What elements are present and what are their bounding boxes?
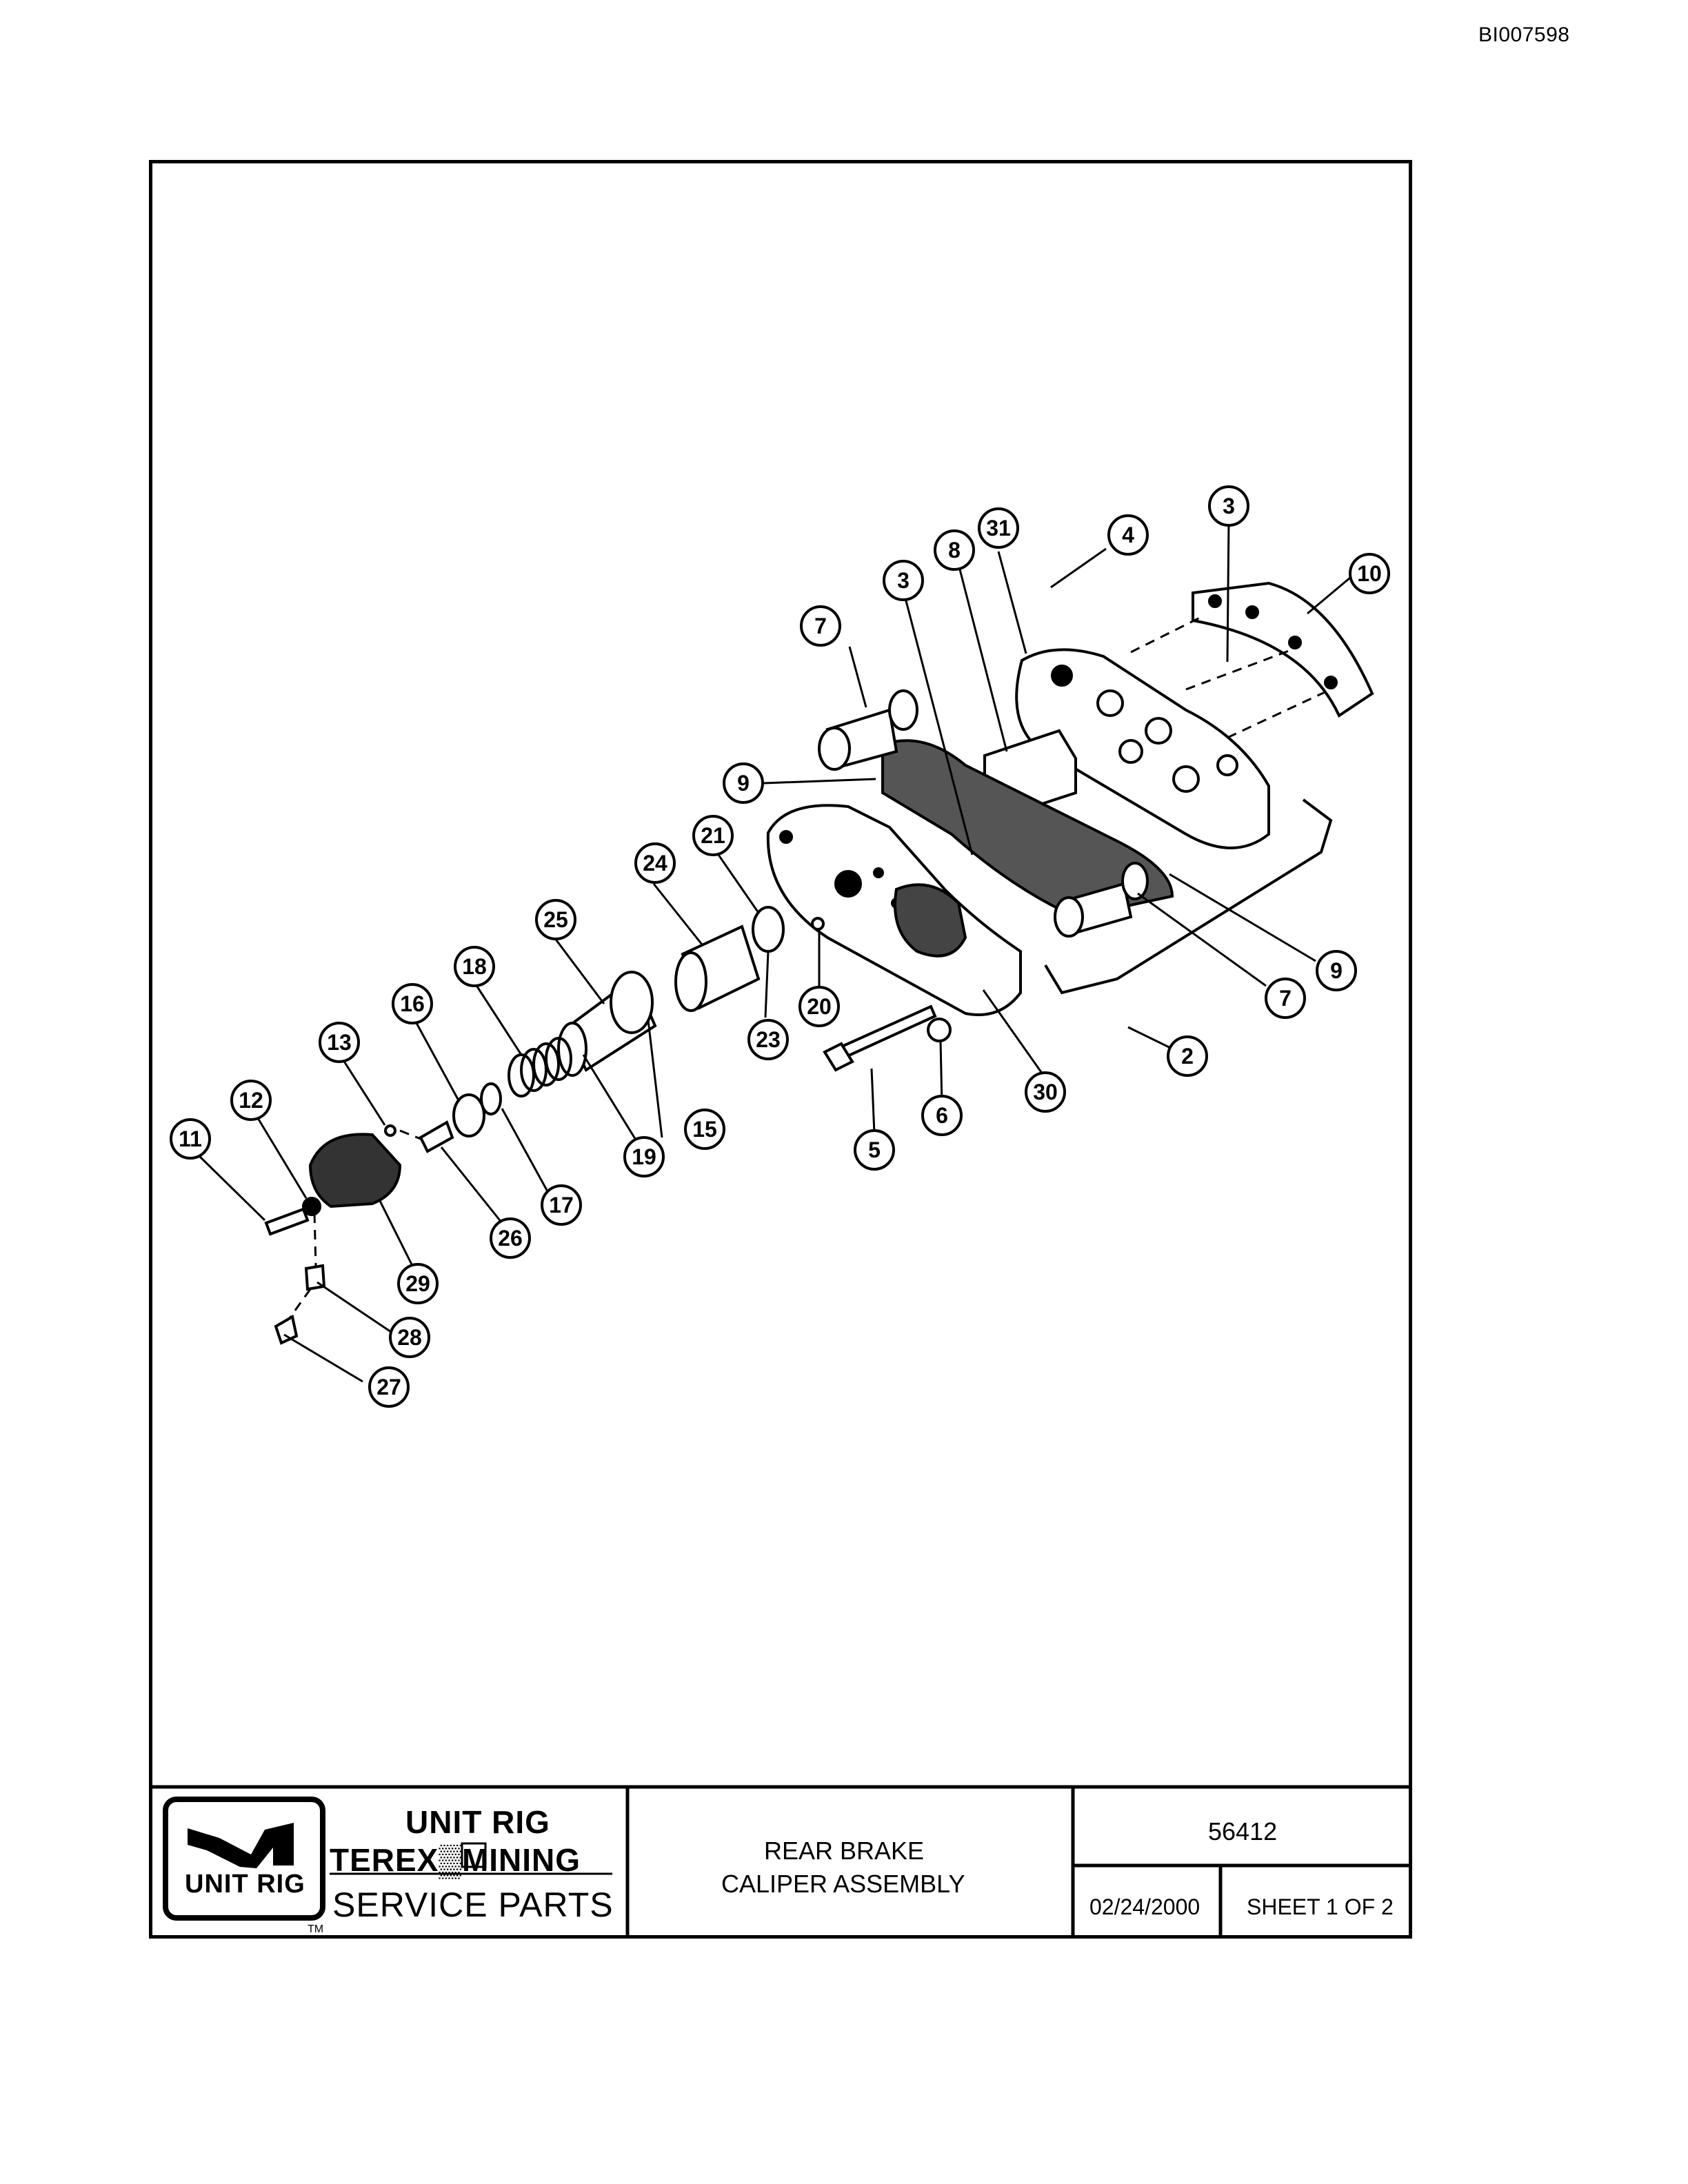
callout-bubble [230, 1080, 272, 1121]
callout-bubble [798, 986, 840, 1027]
brand-terex-mining: TEREX▒MINING [330, 1842, 581, 1878]
bleeder-screw [274, 1314, 299, 1345]
callout-label: 21 [701, 823, 725, 848]
logo-label: UNIT RIG [185, 1870, 305, 1899]
callout-label: 24 [643, 851, 667, 876]
callout-bubble [747, 1019, 789, 1060]
callout-bubble [1349, 553, 1390, 594]
callout-bubble [692, 815, 734, 856]
washer [927, 1018, 952, 1042]
pin [811, 917, 825, 931]
callout-bubble [454, 946, 495, 987]
callout-label: 30 [1033, 1080, 1058, 1104]
unit-rig-logo [163, 1797, 325, 1921]
callout-label: 31 [986, 516, 1011, 540]
callout-label: 4 [1122, 523, 1134, 547]
callout-label: 29 [405, 1271, 430, 1296]
callout-bubble [854, 1129, 895, 1171]
callout-label: 15 [692, 1117, 717, 1142]
callout-label: 20 [807, 994, 832, 1019]
callout-label: 9 [737, 771, 750, 796]
callout-bubble [934, 529, 975, 571]
callout-bubble [1107, 514, 1149, 556]
callout-label: 17 [549, 1193, 574, 1217]
callout-bubble [1167, 1035, 1208, 1077]
brand-unit-rig: UNIT RIG [405, 1804, 550, 1840]
washer-16 [452, 1093, 485, 1138]
drawing-title-line1: REAR BRAKE [764, 1837, 925, 1865]
fitting [419, 1120, 454, 1153]
callout-label: 12 [239, 1088, 263, 1113]
washer-17 [480, 1082, 502, 1115]
callout-bubble [319, 1022, 360, 1063]
callout-label: 7 [814, 614, 827, 638]
brand-service-parts: SERVICE PARTS [332, 1885, 614, 1924]
callout-bubble [368, 1366, 410, 1408]
callout-bubble [397, 1263, 439, 1304]
callout-label: 3 [897, 568, 910, 593]
callout-label: 18 [462, 954, 487, 979]
callout-label: 9 [1330, 958, 1343, 983]
callout-bubble [723, 762, 764, 804]
drawing-title-line2: CALIPER ASSEMBLY [721, 1870, 965, 1898]
callout-bubble [634, 842, 676, 884]
sheet-number: SHEET 1 OF 2 [1247, 1894, 1394, 1919]
end-cap [308, 1133, 402, 1209]
callout-label: 3 [1223, 494, 1235, 518]
drawing-frame [149, 160, 1412, 1939]
callout-label: 25 [543, 907, 568, 932]
trademark: TM [308, 1923, 324, 1935]
cylinder-housing [894, 883, 967, 958]
callout-bubble [1208, 485, 1249, 527]
callout-label: 10 [1357, 561, 1382, 586]
brake-tube [1044, 798, 1333, 995]
callout-label: 2 [1181, 1044, 1194, 1069]
callout-label: 8 [948, 538, 961, 563]
callout-bubble [623, 1136, 665, 1177]
callout-bubble [921, 1095, 963, 1136]
callout-label: 26 [498, 1226, 523, 1251]
callout-bubble [1265, 978, 1306, 1019]
terex-mining-emblem [461, 1842, 487, 1868]
seal-ring [752, 906, 785, 953]
callout-bubble [541, 1184, 582, 1226]
callout-group: 2334567789910111213151617181920212324252… [170, 485, 1390, 1408]
callout-bubble [535, 899, 576, 940]
callout-bubble [170, 1118, 211, 1160]
alignment-lines [288, 616, 1332, 1319]
mounting-bolt [834, 1004, 937, 1061]
callout-label: 7 [1279, 986, 1292, 1011]
callout-bubble [978, 507, 1019, 549]
callout-label: 6 [936, 1103, 948, 1128]
callout-label: 27 [376, 1375, 401, 1399]
callout-label: 13 [327, 1030, 352, 1055]
document-id: BI007598 [1478, 23, 1570, 46]
callout-label: 19 [632, 1144, 656, 1169]
callout-label: 16 [400, 991, 425, 1016]
part-number: 56412 [1208, 1817, 1278, 1846]
lock-washer [302, 1197, 321, 1216]
o-ring [384, 1124, 396, 1137]
callout-bubble [1316, 950, 1357, 991]
callout-label: 11 [179, 1126, 202, 1151]
return-spring [508, 1037, 572, 1098]
callout-bubble [684, 1109, 725, 1150]
callout-bubble [392, 983, 433, 1024]
callout-label: 5 [868, 1138, 881, 1162]
callout-bubble [490, 1217, 531, 1259]
callout-label: 28 [397, 1325, 422, 1350]
callout-bubble [883, 560, 924, 601]
callout-bubble [389, 1317, 430, 1358]
title-block-grid [149, 1785, 1412, 1939]
drawing-date: 02/24/2000 [1089, 1894, 1200, 1919]
callout-bubble [800, 605, 841, 647]
callout-bubble [1025, 1071, 1066, 1113]
callout-label: 23 [756, 1027, 781, 1052]
cap-screw [264, 1207, 310, 1236]
